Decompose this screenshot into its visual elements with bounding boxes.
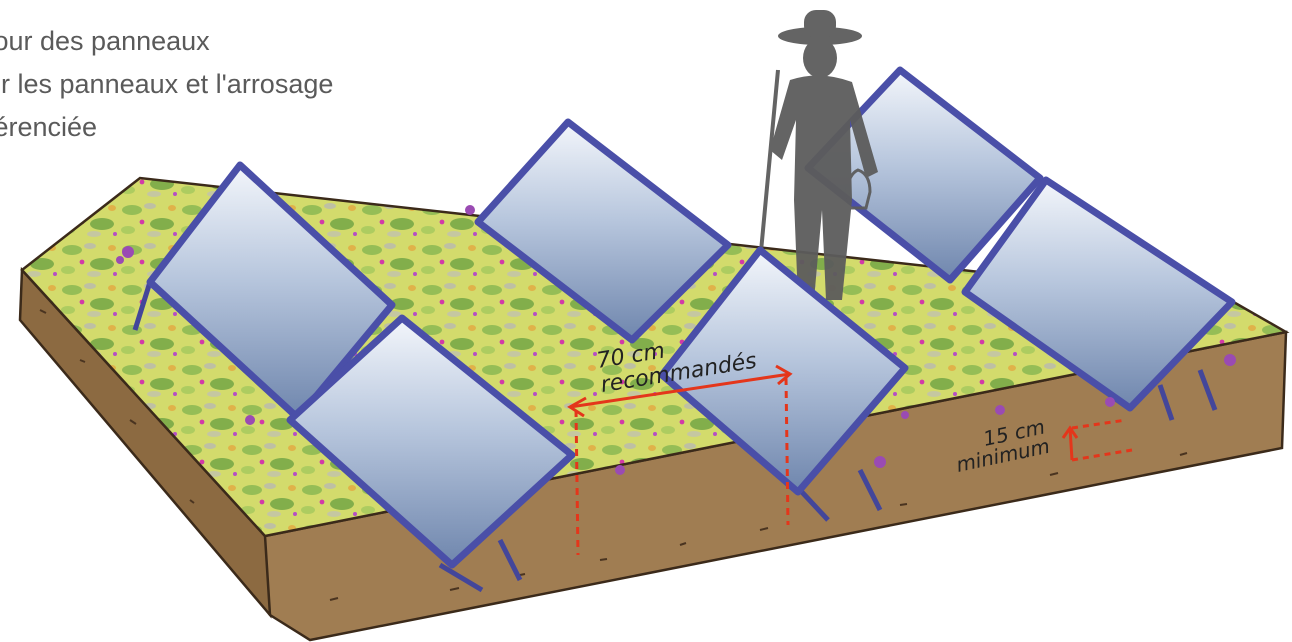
- solar-panel-front-right: [961, 176, 1236, 421]
- purple-flowers: [116, 205, 1236, 475]
- caption-line-1: tour des panneaux: [0, 26, 210, 56]
- solar-panel-back-right: [804, 66, 1044, 284]
- height-measurement: [1061, 418, 1133, 462]
- farmer-silhouette: [758, 10, 878, 300]
- solar-panel-front-left: [286, 314, 576, 593]
- solar-panel-back-left: [132, 161, 396, 422]
- solar-panel-back-center: [474, 118, 732, 344]
- caption-line-3: férenciée: [0, 112, 98, 142]
- spacing-measurement: [567, 364, 793, 556]
- caption-line-2: er les panneaux et l'arrosage: [0, 69, 334, 99]
- caption-text: tour des panneaux er les panneaux et l'a…: [0, 20, 333, 149]
